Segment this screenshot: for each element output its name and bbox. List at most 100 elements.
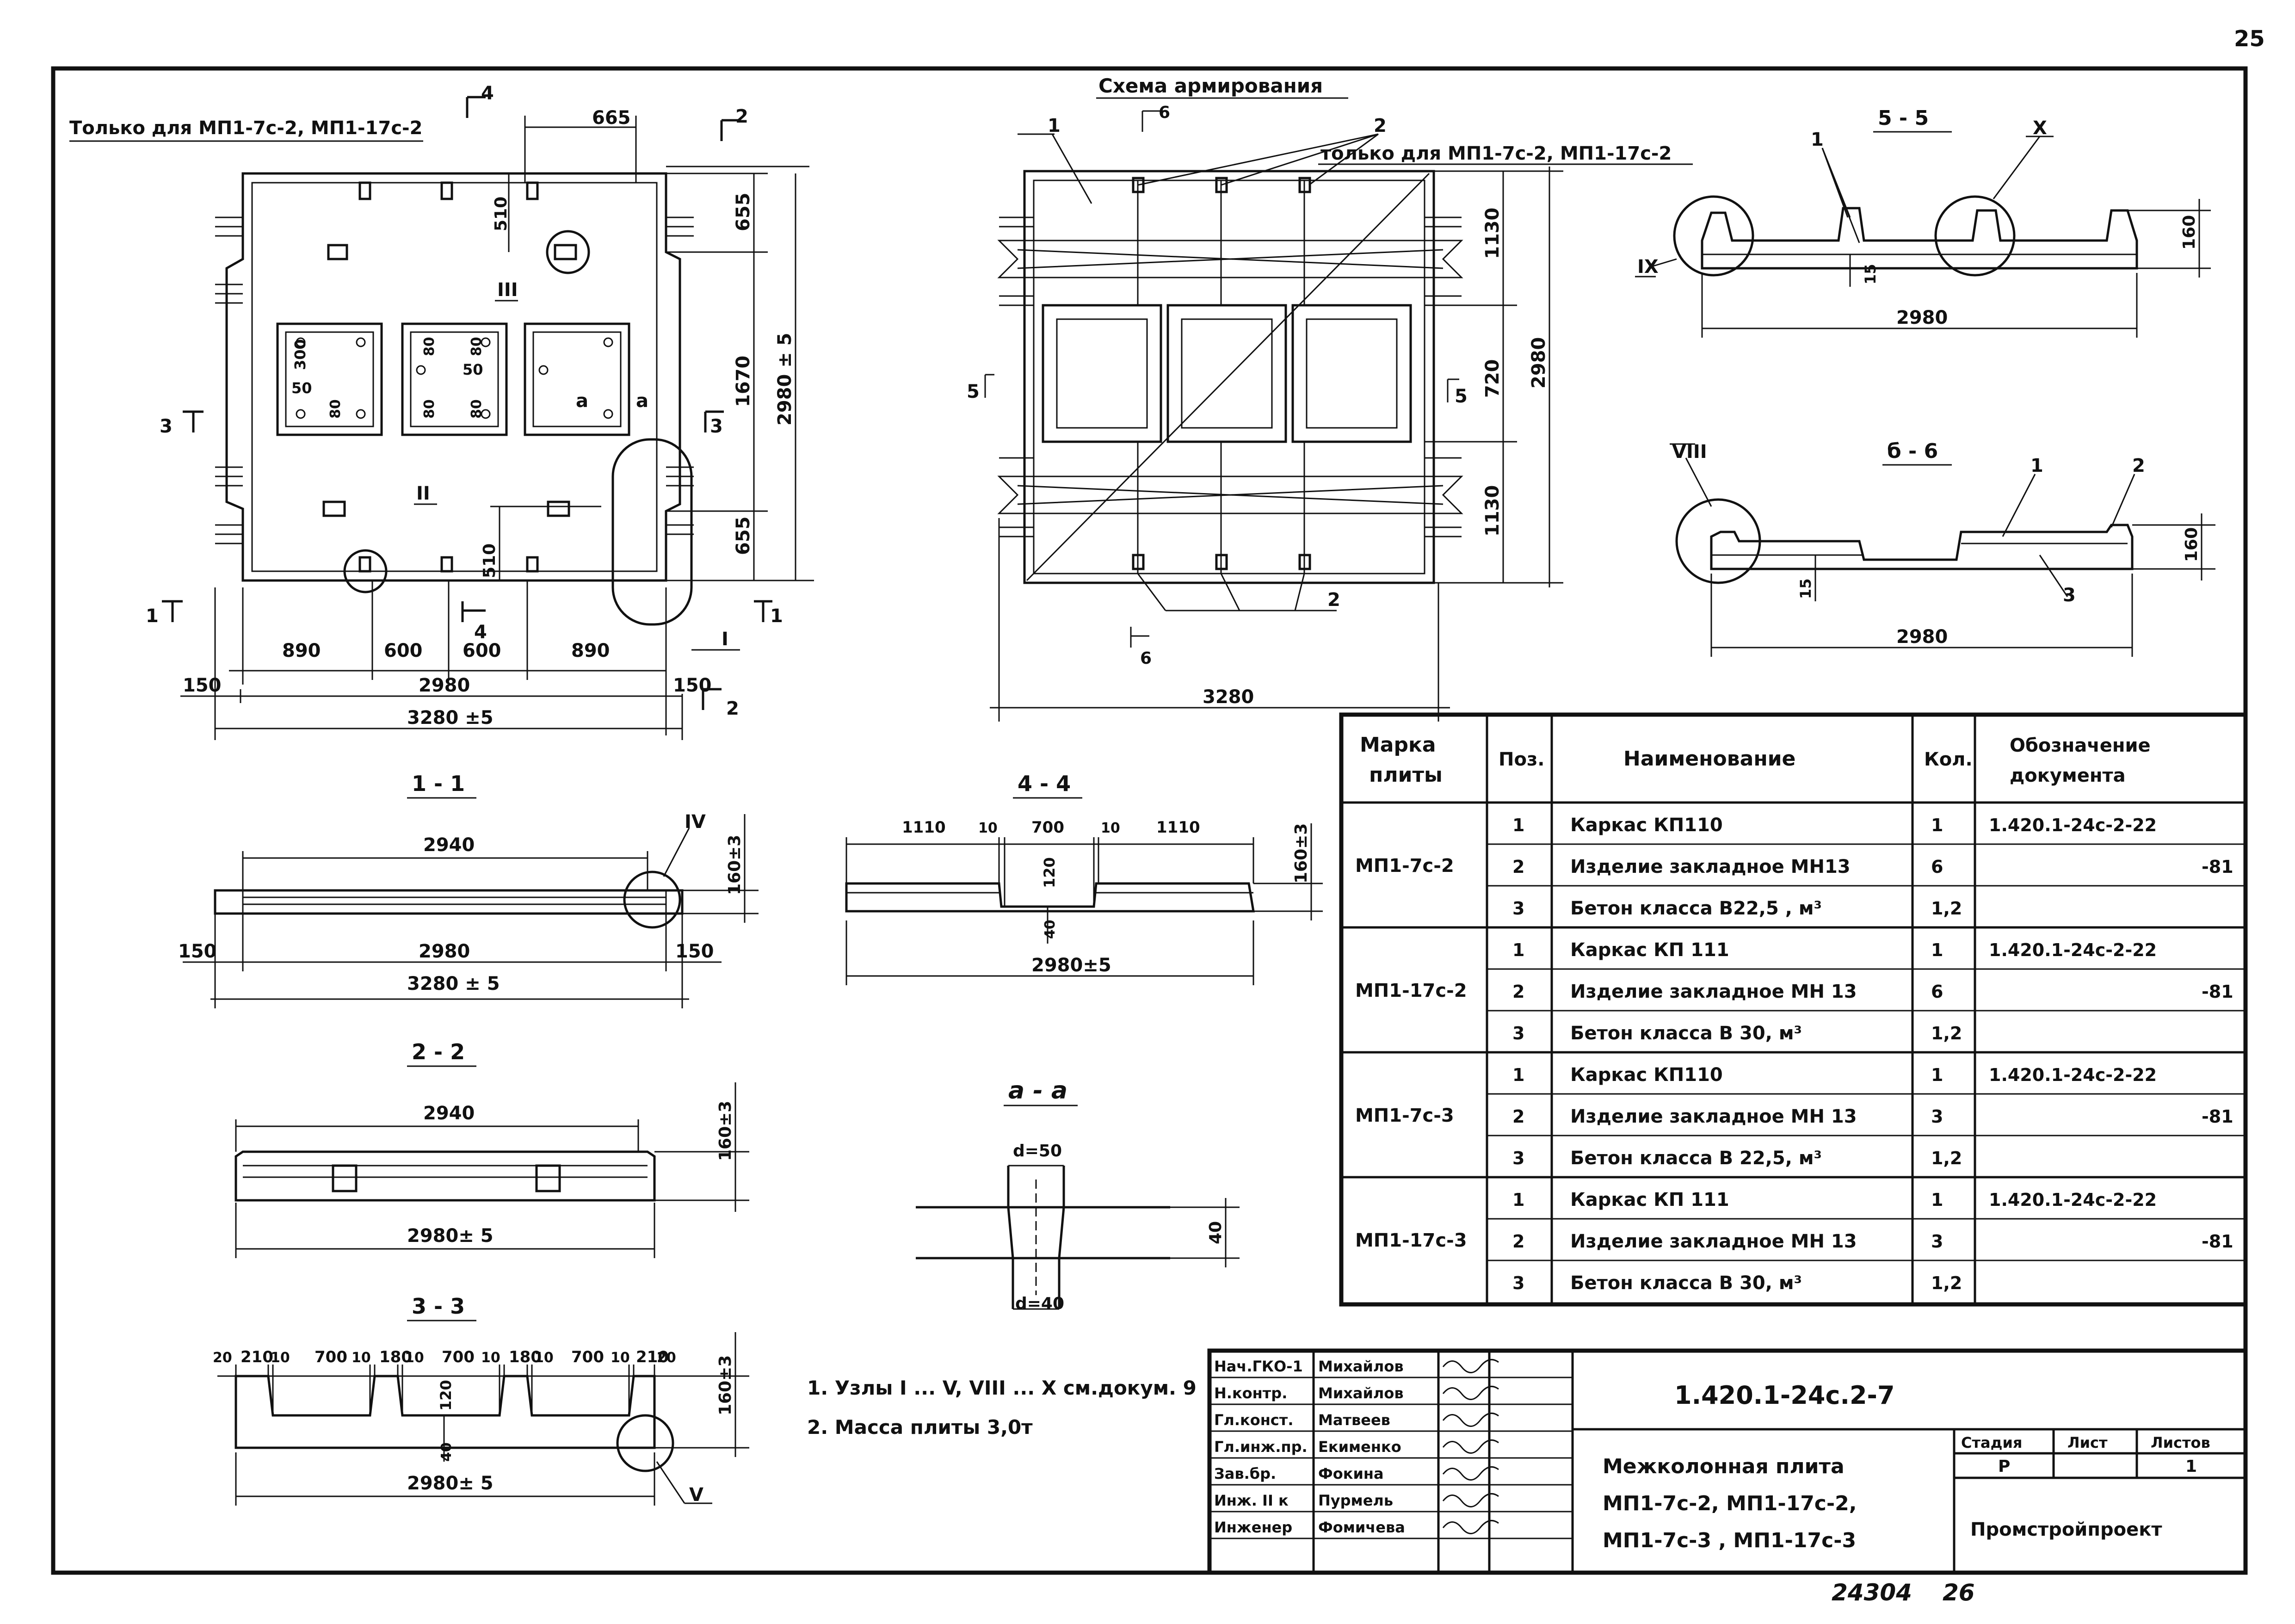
sec66-dim-2980: 2980 <box>1896 626 1948 648</box>
sec33-dim-7: 700 <box>442 1348 475 1366</box>
plan-mark-2-bottom: 2 <box>726 698 739 719</box>
spec-doc-2-0: 1.420.1-24с-2-22 <box>1989 1065 2157 1085</box>
sec33-dim-160: 160±3 <box>716 1355 735 1415</box>
sig-role-0: Нач.ГКО-1 <box>1214 1358 1303 1375</box>
plan-mark-4-bottom: 4 <box>474 622 487 643</box>
spec-pos-0-1: 2 <box>1512 857 1524 877</box>
spec-qty-1-2: 1,2 <box>1931 1023 1962 1044</box>
scheme-diagonal <box>1026 173 1430 581</box>
section-2-2: 2 - 2 2940 160±3 2980± 5 <box>234 1039 749 1258</box>
plan-dimension-lines <box>180 116 814 740</box>
spec-name-1-0: Каркас КП 111 <box>1570 939 1729 961</box>
sec66-pos-2: 2 <box>2132 455 2145 476</box>
scheme-dim-2980: 2980 <box>1528 337 1549 389</box>
title-designation: 1.420.1-24с.2-7 <box>1674 1381 1895 1410</box>
plan-node-I-label: I <box>722 629 728 650</box>
sec33-dim-1: 210 <box>241 1348 273 1366</box>
spec-mark-1: МП1-17с-2 <box>1355 980 1467 1001</box>
sig-name-4: Фокина <box>1318 1465 1384 1482</box>
plan-dim-655-top: 655 <box>733 193 754 232</box>
plan-node-II-circle <box>343 549 388 593</box>
sec11-dim-150-right: 150 <box>675 941 714 962</box>
sec55-node-X-circle <box>1934 195 2016 277</box>
plan-dim-1670: 1670 <box>733 356 754 407</box>
spec-qty-1-1: 6 <box>1931 982 1943 1002</box>
sec55-dim-2980: 2980 <box>1896 307 1948 328</box>
spec-doc-0-1: -81 <box>2202 857 2233 877</box>
sec33-dim-14: 20 <box>657 1350 676 1366</box>
sec11-node-IV: IV <box>685 811 706 833</box>
sig-role-1: Н.контр. <box>1214 1384 1287 1402</box>
spec-table: Марка плиты Поз. Наименование Кол. Обозн… <box>1339 712 2248 1307</box>
sec33-dim-40: 40 <box>438 1442 455 1462</box>
scheme-title: Схема армирования <box>1098 74 1323 97</box>
sec44-dim-10-right: 10 <box>1101 820 1120 836</box>
scheme-cages <box>997 180 1463 574</box>
plan-dim-150-right: 150 <box>673 675 712 696</box>
sig-role-6: Инженер <box>1214 1519 1292 1536</box>
spec-doc-0-0: 1.420.1-24с-2-22 <box>1989 815 2157 835</box>
plan-dim-510-top: 510 <box>492 197 511 231</box>
secaa-dim-d40: d=40 <box>1015 1294 1064 1313</box>
plan-mark-3-left: 3 <box>160 416 173 437</box>
sec33-dim-5: 180 <box>379 1348 412 1366</box>
spec-mark-2: МП1-7с-3 <box>1355 1105 1454 1126</box>
sec66-dim-160: 160 <box>2182 527 2201 562</box>
spec-name-2-2: Бетон класса В 22,5, м³ <box>1570 1148 1822 1169</box>
sec11-node-IV-circle <box>623 871 681 929</box>
spec-header-mark-1: Марка <box>1360 733 1436 757</box>
title-sheets-label: Листов <box>2151 1434 2210 1451</box>
sig-name-2: Матвеев <box>1318 1411 1390 1429</box>
sec55-profile <box>1701 207 2138 270</box>
plan-mark-4-top: 4 <box>481 83 494 104</box>
section-1-1: 1 - 1 IV 2940 160±3 150 2980 150 3280 ± … <box>178 771 759 1008</box>
plan-dim-80-a: 80 <box>327 399 344 419</box>
sec33-dim-10: 10 <box>534 1350 554 1366</box>
spec-table-frame <box>1339 712 2248 1307</box>
plan-mark-1-right: 1 <box>770 605 783 627</box>
spec-qty-2-0: 1 <box>1931 1065 1943 1085</box>
spec-pos-2-2: 3 <box>1512 1148 1524 1168</box>
spec-name-3-1: Изделие закладное МН 13 <box>1570 1231 1857 1252</box>
scheme-mark-5-left: 5 <box>967 381 980 402</box>
secaa-dim-40: 40 <box>1206 1221 1225 1244</box>
plan-view: Только для МП1-7с-2, МП1-17с-2 <box>69 83 814 740</box>
scheme-pos-2-top: 2 <box>1374 115 1387 136</box>
plan-dim-80-d: 80 <box>469 337 485 356</box>
scheme-mark-6-bottom: 6 <box>1140 649 1152 668</box>
sec33-title: 3 - 3 <box>412 1294 465 1319</box>
plan-holes <box>296 337 613 419</box>
spec-qty-2-1: 3 <box>1931 1106 1943 1127</box>
plan-dim-80-e: 80 <box>469 399 485 419</box>
secaa-hole <box>1007 1166 1065 1309</box>
spec-doc-3-0: 1.420.1-24с-2-22 <box>1989 1190 2157 1210</box>
sec66-pos-1: 1 <box>2030 455 2043 476</box>
sec33-dim-13: 210 <box>636 1348 669 1366</box>
sec44-dim-40: 40 <box>1042 920 1058 939</box>
title-line-1: Межколонная плита <box>1603 1455 1845 1478</box>
plan-opening-2 <box>401 322 508 436</box>
spec-pos-3-2: 3 <box>1512 1273 1524 1293</box>
plan-dim-50-a: 50 <box>291 379 312 397</box>
sec33-dim-6: 10 <box>405 1350 424 1366</box>
sec11-title: 1 - 1 <box>412 771 465 796</box>
plan-dim-80-b: 80 <box>421 337 438 356</box>
sec55-pos-1: 1 <box>1811 129 1824 150</box>
scheme-dim-720: 720 <box>1482 359 1503 398</box>
spec-name-1-1: Изделие закладное МН 13 <box>1570 981 1857 1002</box>
bottom-page: 26 <box>1943 1579 1975 1606</box>
sec44-dim-160: 160±3 <box>1292 823 1311 883</box>
sec22-dim-160: 160±3 <box>716 1101 735 1161</box>
plan-mark-3-right: 3 <box>710 416 723 437</box>
scheme-note: только для МП1-7с-2, МП1-17с-2 <box>1320 143 1672 164</box>
plan-dim-80-c: 80 <box>421 399 438 419</box>
spec-header-doc-2: документа <box>2010 765 2126 786</box>
sec33-node-V-circle <box>616 1414 674 1472</box>
spec-qty-0-2: 1,2 <box>1931 898 1962 919</box>
spec-qty-2-2: 1,2 <box>1931 1148 1962 1168</box>
spec-header-mark-2: плиты <box>1369 763 1443 787</box>
spec-pos-2-0: 1 <box>1512 1065 1524 1085</box>
title-sheets: 1 <box>2185 1457 2197 1476</box>
